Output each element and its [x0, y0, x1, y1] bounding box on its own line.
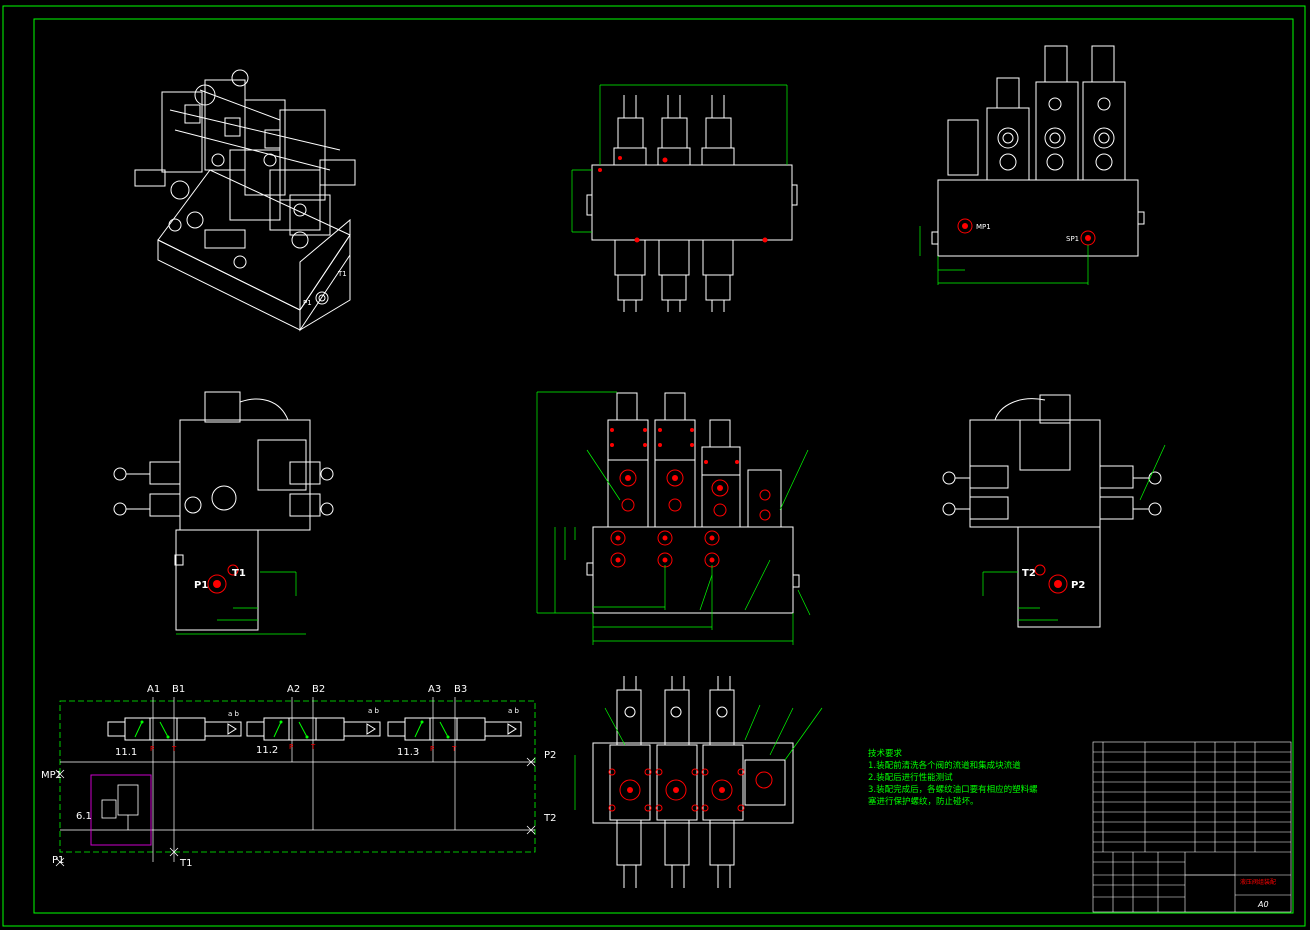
bottom-view: [592, 676, 794, 888]
t1-circuit-label: T1: [180, 858, 193, 869]
circuit-dashed-boundary: [59, 700, 536, 853]
p1-circuit-label: P1: [52, 855, 65, 866]
drawing-name: 液压阀组装配: [1240, 879, 1277, 886]
technical-requirements: 技术要求 1.装配前清洗各个阀的流道和集成块流道 2.装配后进行性能测试 3.装…: [868, 748, 1083, 808]
left-side-view: [113, 391, 334, 631]
isometric-view: [134, 69, 356, 332]
right-side-view: [942, 394, 1162, 628]
port-a2-label: A2: [287, 684, 301, 695]
right-p2-label: P2: [1071, 580, 1085, 591]
top-view-dims: [571, 84, 788, 233]
notes-line-3: 3.装配完成后，各螺纹油口要有相应的塑料螺: [868, 785, 1038, 795]
notes-line-1: 1.装配前清洗各个阀的流道和集成块流道: [868, 761, 1021, 771]
port-b2-label: B2: [312, 684, 326, 695]
left-side-ports: [207, 564, 239, 594]
valve-3-ab-label: a b: [508, 707, 519, 715]
left-t1-label: T1: [232, 568, 246, 579]
relief-valve-box: [90, 774, 152, 846]
top-right-view: [931, 45, 1145, 257]
valve-1-p-label: P: [150, 745, 155, 753]
iso-p1-label: P1: [303, 299, 312, 307]
valve-2-ab-label: a b: [368, 707, 379, 715]
top-view: [586, 95, 798, 312]
inner-border: [33, 18, 1294, 914]
valve-label-11-3: 11.3: [397, 747, 420, 758]
valve-2-t-label: T: [311, 743, 316, 751]
valve-2-p-label: P: [289, 743, 294, 751]
top-view-red-marks: [598, 156, 768, 243]
port-b1-label: B1: [172, 684, 186, 695]
sheet-size: A0: [1258, 900, 1269, 909]
port-a1-label: A1: [147, 684, 161, 695]
top-sp1-label: SP1: [1066, 235, 1079, 243]
t2-circuit-label: T2: [544, 813, 557, 824]
top-mp1-label: MP1: [976, 223, 991, 231]
bottom-view-red: [608, 768, 773, 812]
notes-line-4: 塞进行保护螺纹，防止碰坏。: [868, 797, 979, 807]
right-side-ports: [1034, 564, 1068, 594]
notes-line-2: 2.装配后进行性能测试: [868, 773, 953, 783]
hydraulic-circuit: [55, 697, 536, 867]
left-p1-label: P1: [194, 580, 208, 591]
notes-title: 技术要求: [868, 749, 903, 759]
mp1-label: MP1: [41, 770, 63, 781]
front-view: [586, 392, 800, 614]
port-a3-label: A3: [428, 684, 442, 695]
valve-3-p-label: P: [430, 745, 435, 753]
outer-border: [2, 5, 1306, 927]
front-view-dims: [536, 391, 811, 645]
valve-1-ab-label: a b: [228, 710, 239, 718]
valve-label-11-2: 11.2: [256, 745, 279, 756]
valve-3-t-label: T: [452, 745, 457, 753]
right-side-dims: [982, 444, 1166, 621]
valve-1-t-label: T: [172, 745, 177, 753]
iso-t1-label: T1: [337, 270, 347, 278]
valve-label-11-1: 11.1: [115, 747, 138, 758]
title-block: [1092, 741, 1292, 913]
left-side-dims: [176, 571, 306, 635]
top-right-red-ports: [957, 218, 1096, 246]
bottom-view-leaders: [574, 704, 823, 810]
p2-circuit-label: P2: [544, 750, 557, 761]
right-t2-label: T2: [1022, 568, 1036, 579]
relief-valve-label: 6.1: [76, 811, 92, 822]
port-b3-label: B3: [454, 684, 468, 695]
front-view-red-ports: [610, 428, 771, 568]
top-right-dims: [919, 226, 1089, 285]
